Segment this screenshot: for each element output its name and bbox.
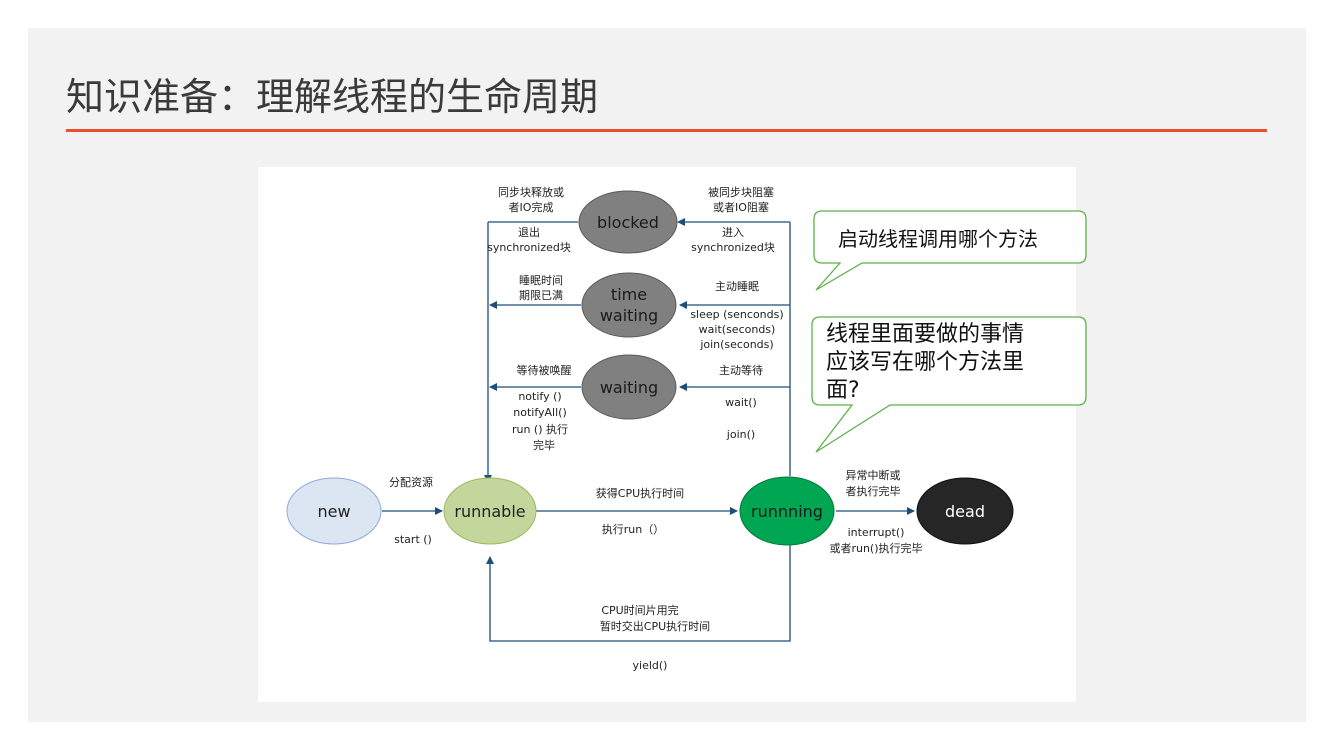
- label-blocked-in-2: 或者IO阻塞: [713, 200, 769, 214]
- title-underline: [66, 129, 1267, 132]
- label-join-call: join(): [726, 428, 755, 441]
- state-runnable: runnable: [443, 477, 537, 545]
- label-notify-all: notifyAll(): [513, 406, 566, 419]
- label-blocked-out-2: 者IO完成: [509, 200, 554, 214]
- label-active-wait: 主动等待: [719, 363, 763, 377]
- label-cpu-slice-used: CPU时间片用完: [601, 603, 678, 617]
- label-run-done-2: 完毕: [533, 438, 555, 452]
- state-running-label: runnning: [751, 502, 823, 521]
- label-yield: yield(): [633, 659, 668, 672]
- callout-run-text-2: 应该写在哪个方法里: [826, 350, 1024, 375]
- label-sleep-expired-1: 睡眠时间: [519, 274, 563, 287]
- state-runnable-label: runnable: [454, 502, 525, 521]
- label-exit-sync-2: synchronized块: [487, 241, 571, 254]
- label-enter-sync-2: synchronized块: [691, 241, 775, 254]
- label-yield-cpu: 暂时交出CPU执行时间: [600, 619, 710, 633]
- callout-run-text-3: 面?: [826, 378, 860, 403]
- label-blocked-out-1: 同步块释放或: [498, 185, 564, 199]
- state-dead: dead: [916, 477, 1014, 545]
- label-exception-2: 者执行完毕: [846, 484, 901, 498]
- state-waiting-label: waiting: [600, 378, 658, 397]
- callout-run-question: 线程里面要做的事情 应该写在哪个方法里 面?: [811, 316, 1087, 453]
- state-blocked-label: blocked: [597, 213, 659, 232]
- slide-title: 知识准备：理解线程的生命周期: [66, 75, 599, 119]
- label-sleep-call: sleep (senconds): [690, 308, 783, 321]
- state-dead-label: dead: [945, 502, 985, 521]
- arrow-running-yield-to-runnable: [486, 545, 791, 642]
- label-start: start (): [394, 533, 432, 546]
- state-time-waiting: time waiting: [581, 272, 677, 338]
- state-time-waiting-label-2: waiting: [600, 306, 658, 325]
- label-wait-call: wait(): [725, 396, 757, 409]
- label-run-done-1: run () 执行: [512, 422, 568, 436]
- label-enter-sync-1: 进入: [722, 226, 744, 239]
- state-new: new: [286, 477, 382, 545]
- label-wait-seconds: wait(seconds): [699, 323, 776, 336]
- state-waiting: waiting: [581, 354, 677, 420]
- state-new-label: new: [317, 502, 350, 521]
- callout-start-text: 启动线程调用哪个方法: [838, 227, 1038, 251]
- state-time-waiting-label-1: time: [611, 285, 647, 304]
- label-active-sleep: 主动睡眠: [715, 280, 759, 293]
- label-blocked-in-1: 被同步块阻塞: [708, 185, 774, 199]
- callout-start-question: 启动线程调用哪个方法: [813, 210, 1087, 291]
- label-allocate-resources: 分配资源: [389, 475, 433, 489]
- label-wait-notified: 等待被唤醒: [517, 363, 572, 377]
- state-running: runnning: [739, 476, 835, 546]
- label-interrupt: interrupt(): [848, 526, 905, 539]
- label-sleep-expired-2: 期限已满: [519, 289, 563, 302]
- label-execute-run: 执行run（）: [602, 522, 664, 536]
- label-notify: notify (): [518, 390, 561, 403]
- label-get-cpu-time: 获得CPU执行时间: [596, 486, 684, 500]
- label-join-seconds: join(seconds): [699, 338, 773, 351]
- state-blocked: blocked: [578, 190, 678, 254]
- label-exit-sync-1: 退出: [518, 225, 540, 239]
- label-or-run-done: 或者run()执行完毕: [829, 541, 922, 555]
- label-exception-1: 异常中断或: [846, 468, 901, 482]
- callout-run-text-1: 线程里面要做的事情: [826, 322, 1024, 347]
